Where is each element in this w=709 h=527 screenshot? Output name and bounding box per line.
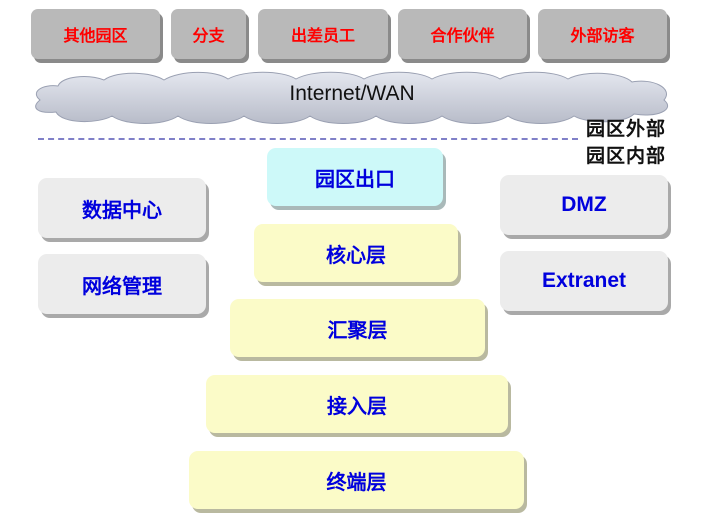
external-other-campus-label: 其他园区: [63, 26, 128, 45]
external-other-campus: 其他园区: [31, 9, 160, 59]
data-center-label: 数据中心: [82, 197, 162, 222]
core-layer-label: 核心层: [326, 242, 386, 267]
external-visitor-label: 外部访客: [570, 26, 635, 45]
campus-inside-label: 园区内部: [586, 145, 667, 167]
access-layer-box: 接入层: [206, 375, 508, 433]
aggregation-layer-box: 汇聚层: [230, 299, 485, 357]
network-management-label: 网络管理: [82, 273, 162, 298]
access-layer-label: 接入层: [327, 393, 387, 418]
external-partner-label: 合作伙伴: [430, 26, 495, 45]
aggregation-layer-label: 汇聚层: [327, 317, 388, 342]
internet-cloud: [35, 71, 668, 124]
external-traveling-staff-label: 出差员工: [290, 26, 355, 45]
external-traveling-staff: 出差员工: [258, 9, 388, 59]
extranet-label: Extranet: [541, 269, 627, 292]
campus-outside-label: 园区外部: [586, 118, 667, 140]
dmz-box: DMZ: [500, 175, 668, 235]
campus-exit-box: 园区出口: [267, 148, 443, 206]
external-branch-label: 分支: [192, 26, 225, 45]
cloud-shape: [35, 71, 668, 124]
external-branch: 分支: [171, 9, 246, 59]
campus-boundary-line: [38, 138, 578, 140]
campus-exit-label: 园区出口: [315, 166, 395, 191]
external-visitor: 外部访客: [538, 9, 667, 59]
extranet-box: Extranet: [500, 251, 668, 311]
external-partner: 合作伙伴: [398, 9, 527, 59]
internet-wan-label: Internet/WAN: [289, 82, 415, 105]
data-center-box: 数据中心: [38, 178, 206, 238]
core-layer-box: 核心层: [254, 224, 458, 282]
network-management-box: 网络管理: [38, 254, 206, 314]
terminal-layer-box: 终端层: [189, 451, 524, 509]
dmz-label: DMZ: [561, 193, 607, 216]
terminal-layer-label: 终端层: [326, 469, 387, 494]
